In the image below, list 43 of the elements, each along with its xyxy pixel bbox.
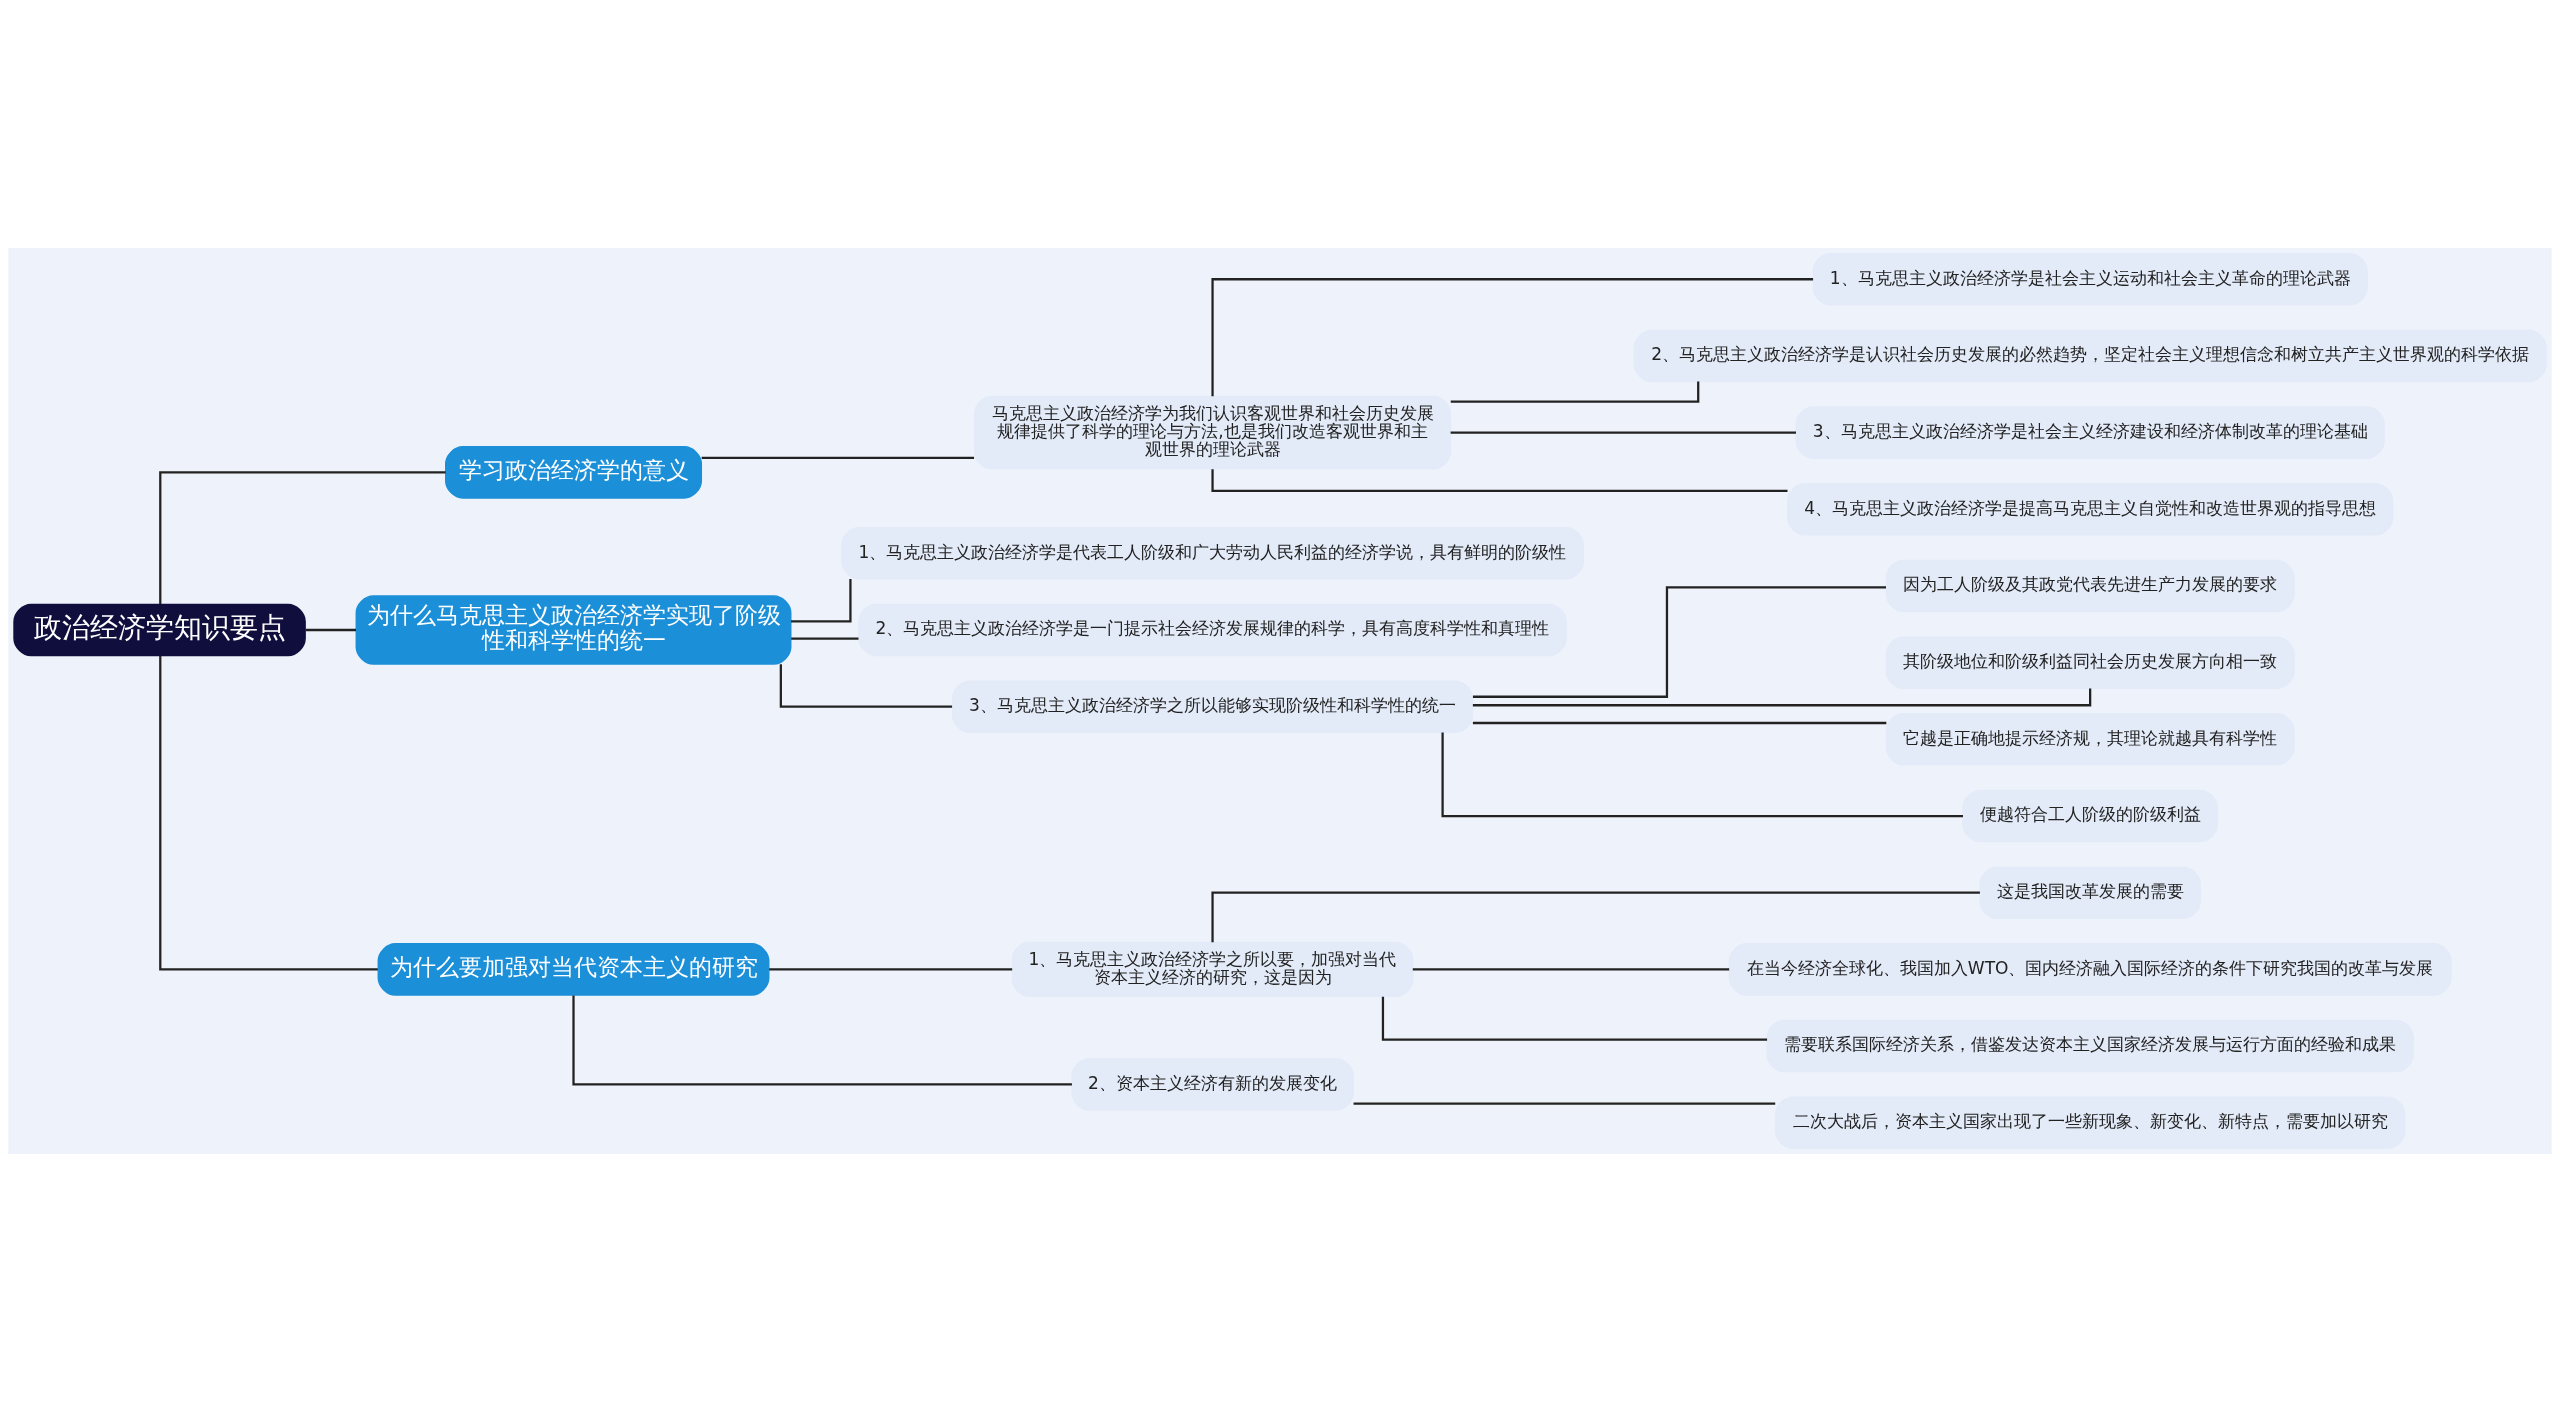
node-box: 为什么马克思主义政治经济学实现了阶级性和科学性的统一	[355, 595, 792, 665]
connector	[572, 995, 1072, 1086]
node-box: 2、资本主义经济有新的发展变化	[1071, 1058, 1354, 1111]
node-box: 为什么要加强对当代资本主义的研究	[377, 943, 770, 996]
connector	[1211, 278, 1814, 397]
connector	[1441, 732, 1963, 818]
node-box: 1、马克思主义政治经济学是社会主义运动和社会主义革命的理论武器	[1812, 252, 2368, 306]
connector	[1353, 1102, 1776, 1105]
connector	[1472, 586, 1886, 698]
connector	[159, 471, 446, 604]
node-box: 2、马克思主义政治经济学是认识社会历史发展的必然趋势，坚定社会主义理想信念和树立共产主义世界观的科学依据	[1633, 329, 2547, 383]
node-box: 因为工人阶级及其政党代表先进生产力发展的要求	[1885, 559, 2295, 613]
node-box: 2、马克思主义政治经济学是一门提示社会经济发展规律的科学，具有高度科学性和真理性	[858, 603, 1567, 657]
connector	[1472, 721, 1887, 725]
node-box: 1、马克思主义政治经济学之所以要，加强对当代资本主义经济的研究，这是因为	[1011, 941, 1414, 998]
connector	[701, 456, 975, 459]
node-box: 3、马克思主义政治经济学之所以能够实现阶级性和科学性的统一	[951, 680, 1474, 733]
node-box: 二次大战后，资本主义国家出现了一些新现象、新变化、新特点，需要加以研究	[1774, 1096, 2406, 1150]
node-box: 马克思主义政治经济学为我们认识客观世界和社会历史发展规律提供了科学的理论与方法,也是我们改造客观世界和主观世界的理论武器	[974, 395, 1452, 470]
connector	[1211, 469, 1788, 492]
node-box: 它越是正确地提示经济规，其理论就越具有科学性	[1885, 713, 2295, 766]
connector	[779, 664, 953, 708]
connector	[1211, 891, 1980, 943]
node-box: 需要联系国际经济关系，借鉴发达资本主义国家经济发展与运行方面的经验和成果	[1766, 1019, 2414, 1073]
node-box: 3、马克思主义政治经济学是社会主义经济建设和经济体制改革的理论基础	[1795, 406, 2385, 459]
connector	[1450, 381, 1700, 403]
node-box: 4、马克思主义政治经济学是提高马克思主义自觉性和改造世界观的指导思想	[1786, 483, 2394, 536]
connector	[769, 968, 1013, 971]
node-box: 在当今经济全球化、我国加入WTO、国内经济融入国际经济的条件下研究我国的改革与发展	[1728, 943, 2452, 996]
connector	[1450, 431, 1796, 434]
node-box: 其阶级地位和阶级利益同社会历史发展方向相一致	[1885, 636, 2295, 689]
connector	[305, 628, 356, 632]
connector	[1472, 688, 2092, 707]
node-box: 这是我国改革发展的需要	[1979, 866, 2201, 919]
node-box: 1、马克思主义政治经济学是代表工人阶级和广大劳动人民利益的经济学说，具有鲜明的阶级性	[841, 527, 1584, 580]
connector	[791, 637, 859, 640]
node-box: 学习政治经济学的意义	[445, 446, 703, 499]
connector	[159, 656, 378, 971]
connector	[1412, 968, 1730, 971]
node-box: 便越符合工人阶级的阶级利益	[1962, 789, 2218, 843]
node-box: 政治经济学知识要点	[13, 603, 306, 657]
connector	[1381, 996, 1768, 1041]
connector	[791, 579, 852, 623]
